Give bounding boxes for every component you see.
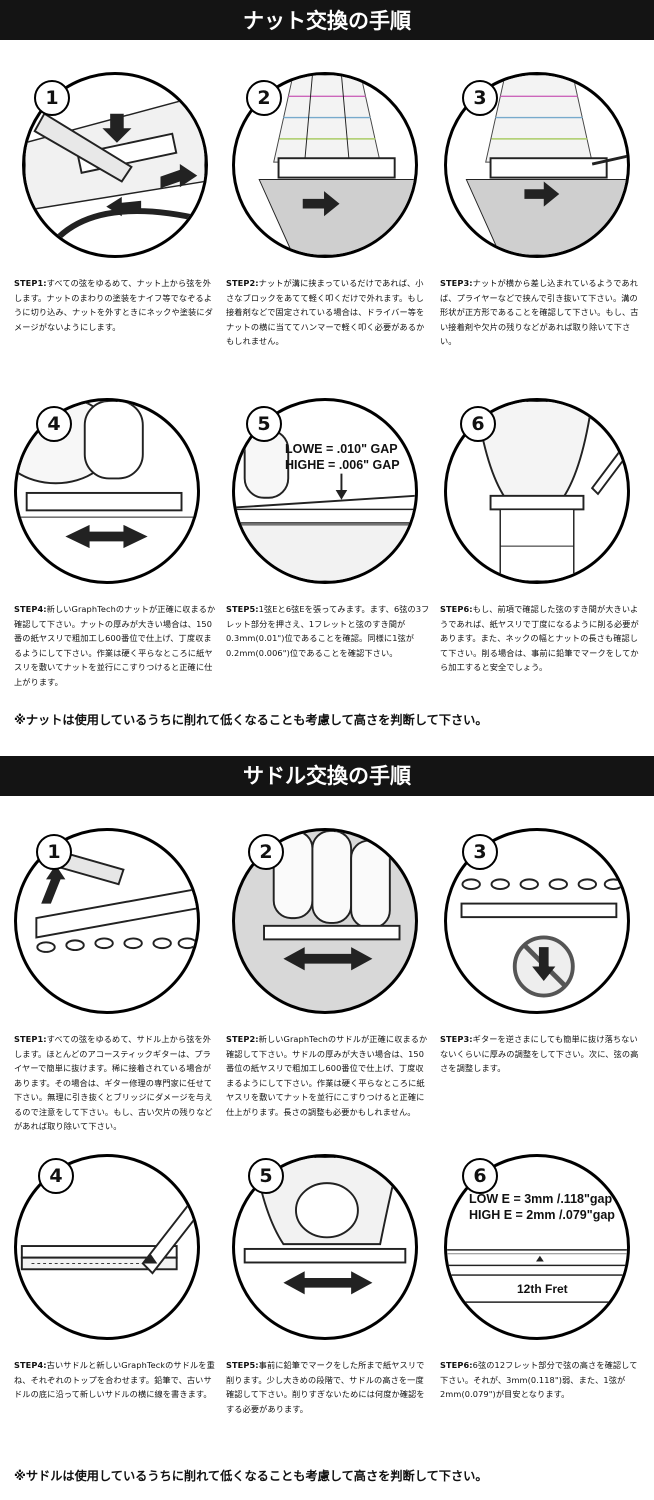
step-number-badge: 6	[462, 1158, 498, 1194]
step-number-badge: 1	[36, 834, 72, 870]
nut-note: ※ナットは使用しているうちに削れて低くなることも考慮して高さを判断して下さい。	[14, 713, 488, 727]
gap-high-label: HIGHE = .006" GAP	[285, 458, 400, 472]
step-number-badge: 3	[462, 80, 498, 116]
nut-step-1-caption: STEP1:すべての弦をゆるめて、ナット上から弦を外します。ナットのまわりの塗装…	[14, 278, 213, 332]
nut-step-4-caption: STEP4:新しいGraphTechのナットが正確に収まるか確認して下さい。ナッ…	[14, 604, 216, 687]
gap-high-label: HIGH E = 2mm /.079"gap	[469, 1208, 615, 1222]
saddle-gap-spec: LOW E = 3mm /.118"gap HIGH E = 2mm /.079…	[469, 1191, 615, 1223]
nut-step-5-caption: STEP5:1弦Eと6弦Eを張ってみます。ます、6弦の3フレット部分を押さえ、1…	[226, 604, 430, 658]
nut-section-title: ナット交換の手順	[0, 0, 654, 40]
nut-step-3-caption: STEP3:ナットが横から差し込まれているようであれば、プライヤーなどで挟んで引…	[440, 278, 639, 346]
saddle-step-1-caption: STEP1:すべての弦をゆるめて、サドル上から弦を外します。ほとんどのアコーステ…	[14, 1034, 213, 1131]
gap-low-label: LOWE = .010" GAP	[285, 442, 398, 456]
step-number-badge: 2	[248, 834, 284, 870]
step-number-badge: 6	[460, 406, 496, 442]
saddle-note: ※サドルは使用しているうちに削れて低くなることも考慮して高さを判断して下さい。	[14, 1469, 488, 1483]
step-number-badge: 4	[38, 1158, 74, 1194]
saddle-step-6-caption: STEP6:6弦の12フレット部分で弦の高さを確認して下さい。それが、3mm(0…	[440, 1360, 638, 1399]
nut-gap-spec: LOWE = .010" GAP HIGHE = .006" GAP	[285, 441, 400, 473]
saddle-section-title: サドル交換の手順	[0, 756, 654, 796]
step-number-badge: 5	[246, 406, 282, 442]
step-number-badge: 3	[462, 834, 498, 870]
saddle-step-2-caption: STEP2:新しいGraphTechのサドルが正確に収まるか確認して下さい。サド…	[226, 1034, 428, 1117]
step-number-badge: 1	[34, 80, 70, 116]
saddle-step-5-caption: STEP5:事前に鉛筆でマークをした所まで紙ヤスリで削ります。少し大きめの段階で…	[226, 1360, 425, 1414]
nut-step-6-illustration	[444, 398, 630, 584]
step-number-badge: 5	[248, 1158, 284, 1194]
saddle-step-3-caption: STEP3:ギターを逆さまにしても簡単に抜け落ちないないくらいに厚みの調整をして…	[440, 1034, 639, 1073]
saddle-step-1-illustration	[14, 828, 200, 1014]
step-number-badge: 4	[36, 406, 72, 442]
step-number-badge: 2	[246, 80, 282, 116]
fret-label: 12th Fret	[517, 1282, 568, 1296]
nut-step-2-caption: STEP2:ナットが溝に挟まっているだけであれば、小さなブロックをあてて軽く叩く…	[226, 278, 425, 346]
nut-step-1-illustration	[22, 72, 208, 258]
saddle-step-4-caption: STEP4:古いサドルと新しいGraphTeckのサドルを重ね、それぞれのトップ…	[14, 1360, 215, 1399]
nut-step-6-caption: STEP6:もし、前項で確認した弦のすき間が大きいようであれば、紙ヤスリで丁度に…	[440, 604, 639, 672]
gap-low-label: LOW E = 3mm /.118"gap	[469, 1192, 613, 1206]
